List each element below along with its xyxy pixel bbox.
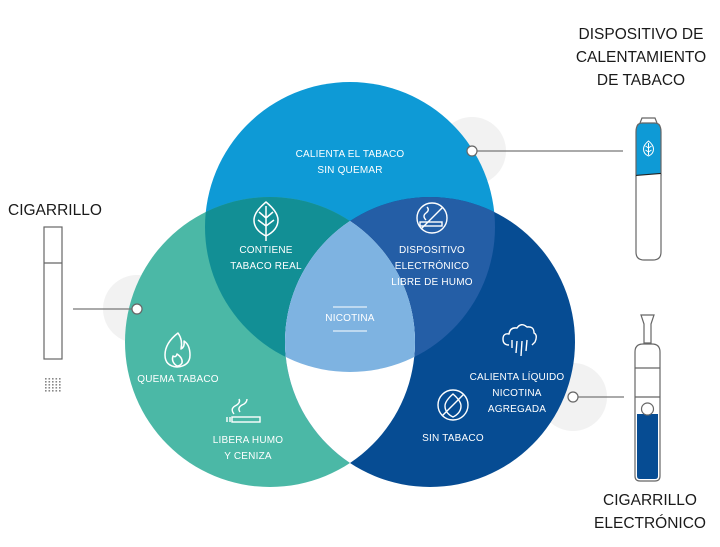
label-line: LIBERA HUMO <box>212 435 284 446</box>
label-line: Y CENIZA <box>224 451 272 462</box>
label-line: AGREGADA <box>487 404 547 415</box>
ash-dot <box>52 387 54 389</box>
ash-dot <box>59 387 61 389</box>
label-releases-smoke-ash: LIBERA HUMO Y CENIZA <box>198 433 298 465</box>
title-line: DE TABACO <box>596 72 686 89</box>
cigarette-illustration <box>43 226 63 392</box>
heat-device-title: DISPOSITIVO DE CALENTAMIENTO DE TABACO <box>566 23 716 92</box>
heat-device-illustration <box>635 117 662 261</box>
ash-dot <box>55 390 58 392</box>
title-line: ELECTRÓNICO <box>594 515 706 532</box>
ash-dot <box>59 384 61 386</box>
label-line: NICOTINA <box>492 388 542 399</box>
cigarette-title: CIGARRILLO <box>8 202 102 219</box>
label-line: CONTIENE <box>239 245 293 256</box>
ash-dot <box>59 390 61 392</box>
label-no-tobacco: SIN TABACO <box>422 433 484 444</box>
connector-dot-ecig <box>567 391 579 403</box>
ash-dot <box>48 378 51 380</box>
ash-dot <box>55 384 58 386</box>
label-line: ELECTRÓNICO <box>394 261 470 272</box>
ash-dot <box>45 384 47 386</box>
label-line: SIN QUEMAR <box>317 165 383 176</box>
label-contains-real-tobacco: CONTIENE TABACO REAL <box>216 243 316 275</box>
label-heats-liquid: CALIENTA LÍQUIDO NICOTINA AGREGADA <box>462 370 572 418</box>
e-cigarette-title: CIGARRILLO ELECTRÓNICO <box>580 489 720 535</box>
connector-dot-heat <box>466 145 478 157</box>
ash-dot <box>52 378 54 380</box>
ash-dot <box>52 384 54 386</box>
title-line: DISPOSITIVO DE <box>578 26 704 43</box>
overlap-center-fill <box>285 197 415 372</box>
connector-dot-cigarette <box>131 303 143 315</box>
e-cigarette-illustration <box>634 314 661 482</box>
smoking-cigarette-icon <box>226 398 261 423</box>
ash-dot <box>59 378 61 380</box>
title-line: CIGARRILLO <box>603 492 697 509</box>
leaf-icon <box>253 201 279 241</box>
ash-dot <box>55 378 58 380</box>
label-line: DISPOSITIVO <box>398 245 466 256</box>
leaf-icon <box>642 140 655 157</box>
ash-dot <box>59 381 61 383</box>
ash-dot <box>45 378 47 380</box>
label-line: CALIENTA LÍQUIDO <box>469 372 565 383</box>
vapor-cloud-icon <box>502 324 537 357</box>
no-smoking-icon <box>416 202 448 234</box>
ash-dot <box>45 387 47 389</box>
label-burns-tobacco: QUEMA TABACO <box>137 374 219 385</box>
flame-icon <box>164 332 191 368</box>
title-line: CALENTAMIENTO <box>575 49 707 66</box>
ash-dot <box>48 381 51 383</box>
label-line: CALIENTA EL TABACO <box>295 149 405 160</box>
label-smoke-free-device: DISPOSITIVO ELECTRÓNICO LIBRE DE HUMO <box>382 243 482 291</box>
ash-dot <box>45 381 47 383</box>
label-nicotine: NICOTINA <box>325 313 375 324</box>
no-tobacco-icon <box>437 389 469 421</box>
label-heats-without-burning: CALIENTA EL TABACO SIN QUEMAR <box>270 147 430 179</box>
ash-dot <box>48 387 51 389</box>
ash-dot <box>48 384 51 386</box>
ash-dot <box>52 381 54 383</box>
label-line: TABACO REAL <box>230 261 302 272</box>
label-line: LIBRE DE HUMO <box>391 277 473 288</box>
ash-dot <box>52 390 54 392</box>
ash-dot <box>48 390 51 392</box>
ash-dot <box>55 381 58 383</box>
ash-dot <box>45 390 47 392</box>
ash-dot <box>55 387 58 389</box>
